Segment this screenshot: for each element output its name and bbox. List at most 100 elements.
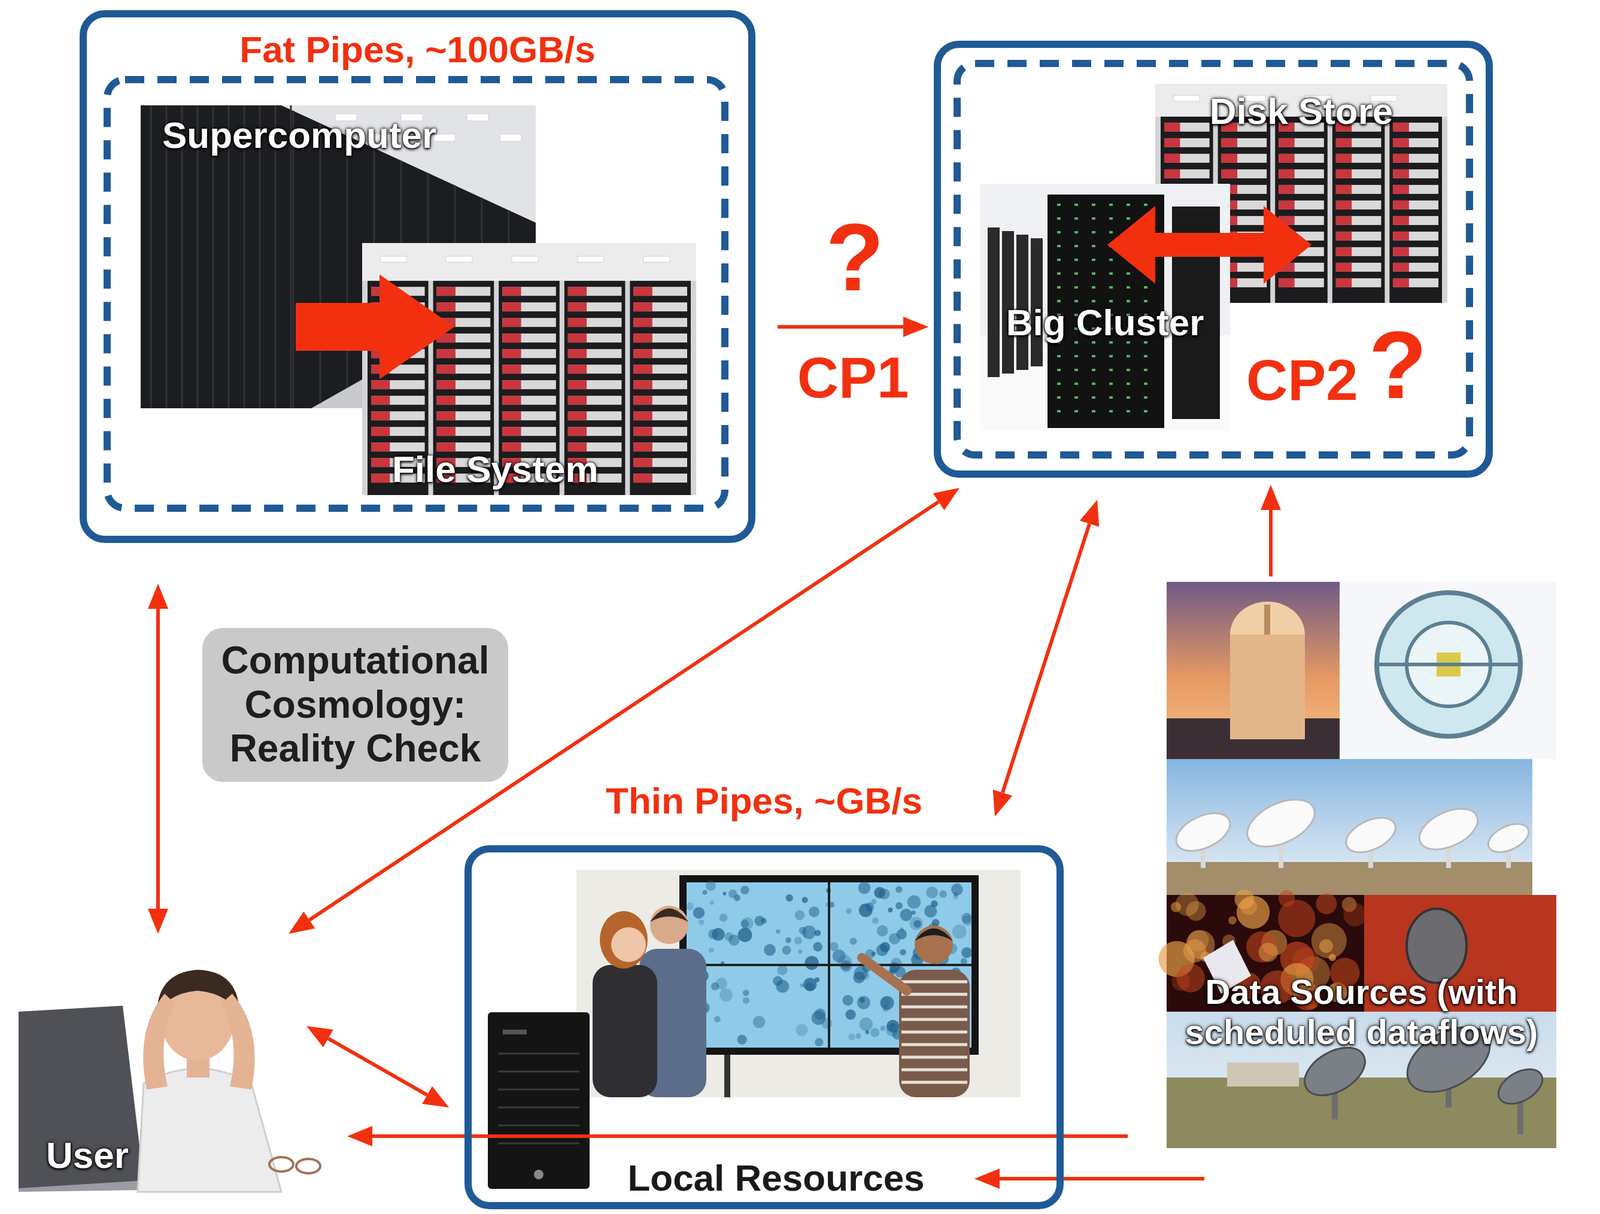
disk-drawer — [1336, 153, 1382, 163]
structure-blob — [876, 925, 889, 937]
status-light — [1057, 368, 1061, 372]
status-light — [1109, 382, 1113, 385]
structure-blob — [895, 902, 903, 910]
structure-blob — [960, 957, 968, 965]
disk-drawer — [568, 348, 622, 358]
drawer-stripe — [436, 286, 456, 296]
person-head — [611, 927, 646, 962]
panel-label: Disk Store — [1209, 89, 1394, 133]
structure-blob — [795, 1023, 808, 1036]
room-wall — [576, 869, 1021, 1098]
structure-blob — [715, 977, 728, 989]
structure-blob — [702, 890, 708, 895]
server-rack — [987, 227, 1000, 378]
observatory-dome — [1230, 601, 1305, 635]
disk-drawer — [1392, 184, 1439, 194]
user-panel: User — [18, 964, 352, 1192]
structure-blob — [861, 971, 870, 980]
fat-pipe-site: SupercomputerFile SystemFat Pipes, ~100G… — [79, 10, 756, 543]
structure-blob — [722, 891, 727, 896]
structure-blob — [719, 988, 733, 1002]
drawer-stripe — [371, 442, 390, 452]
ceiling-light — [511, 256, 539, 263]
status-light — [1126, 286, 1131, 289]
note-text: Computational Cosmology: Reality Check — [216, 638, 494, 771]
flow-arrow — [777, 325, 904, 329]
drawer-stripe — [568, 395, 587, 405]
drawer-stripe — [1336, 231, 1352, 241]
tower-case — [487, 1012, 590, 1189]
display-seam — [686, 963, 972, 967]
status-light — [1109, 203, 1113, 206]
disk-drawer — [568, 380, 622, 390]
tower-vent — [498, 1124, 580, 1127]
structure-blob — [858, 1017, 873, 1032]
disk-drawer — [633, 333, 688, 343]
structure-blob — [794, 936, 803, 945]
status-light — [1057, 396, 1061, 399]
disk-drawer — [436, 286, 491, 296]
disk-drawer — [633, 364, 688, 374]
structure-blob — [808, 906, 820, 918]
status-light — [1143, 368, 1148, 372]
drawer-stripe — [633, 395, 652, 405]
radio-dish — [1483, 818, 1533, 858]
drawer-stripe — [1278, 184, 1295, 194]
status-light — [1143, 217, 1148, 220]
drawer-stripe — [436, 411, 456, 421]
status-light — [1143, 258, 1148, 261]
disk-drawer — [1392, 231, 1439, 241]
tower-vent — [498, 1070, 580, 1073]
disk-drawer — [633, 395, 688, 405]
structure-blob — [907, 895, 922, 910]
panel-label: Data Sources (with scheduled dataflows) — [1176, 972, 1548, 1052]
status-light — [1109, 272, 1113, 275]
disk-drawer — [568, 302, 622, 312]
flow-arrow — [372, 1134, 1128, 1138]
checkpoint-label: CP2 — [1246, 347, 1359, 414]
drawer-stripe — [1392, 278, 1409, 288]
disk-drawer — [1278, 169, 1325, 179]
shirt-stripe — [901, 1055, 968, 1059]
disk-drawer — [633, 442, 688, 452]
disk-drawer — [1278, 247, 1325, 257]
drawer-stripe — [568, 286, 587, 296]
structure-blob — [849, 937, 858, 945]
drawer-stripe — [1336, 200, 1352, 210]
status-light — [1126, 244, 1131, 248]
structure-blob — [924, 905, 937, 918]
shirt-stripe — [901, 1068, 968, 1072]
disk-drawer — [436, 380, 491, 390]
status-light — [1091, 368, 1096, 372]
drawer-stripe — [371, 426, 390, 436]
status-light — [1091, 217, 1096, 220]
user-arm — [221, 993, 255, 1090]
status-light — [1143, 203, 1148, 206]
observatory-tower — [1230, 634, 1305, 740]
nebula-glow — [1258, 942, 1278, 962]
shirt-stripe — [901, 1081, 968, 1085]
panel-label: Supercomputer — [162, 113, 437, 157]
disk-drawer — [502, 286, 557, 296]
status-light — [1057, 354, 1061, 358]
status-light — [1109, 368, 1113, 372]
disk-drawer — [633, 317, 688, 327]
disk-drawer — [502, 348, 557, 358]
status-light — [1057, 272, 1061, 275]
structure-blob — [926, 886, 938, 899]
disk-drawer — [371, 426, 425, 436]
drawer-stripe — [633, 286, 652, 296]
disk-drawer — [568, 395, 622, 405]
structure-blob — [740, 919, 749, 928]
structure-blob — [961, 946, 973, 958]
shirt-stripe — [901, 980, 968, 984]
structure-blob — [814, 929, 822, 937]
ceiling-light — [380, 256, 407, 263]
structure-blob — [719, 913, 728, 922]
drawer-stripe — [1392, 216, 1409, 226]
drawer-stripe — [633, 317, 652, 327]
nebula-glow — [1234, 889, 1255, 910]
site-heading: Fat Pipes, ~100GB/s — [239, 28, 595, 71]
structure-blob — [785, 894, 794, 902]
drawer-stripe — [371, 411, 390, 421]
